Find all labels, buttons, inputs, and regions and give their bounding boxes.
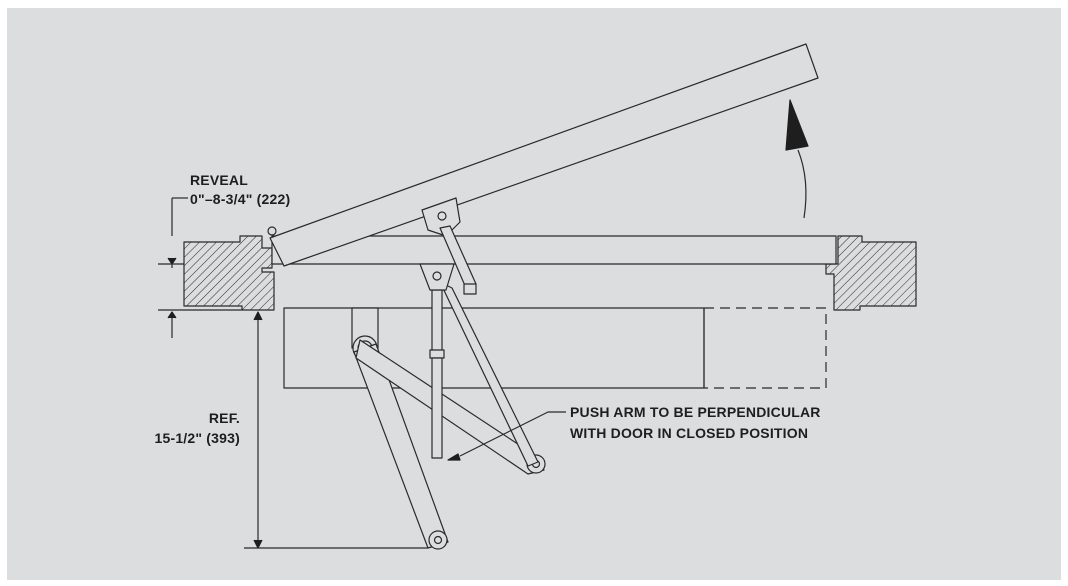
- adjustable-rod-lower: [431, 357, 443, 459]
- adjustable-rod-upper: [431, 289, 443, 353]
- forearm: [439, 281, 539, 467]
- right-frame-section: [825, 235, 917, 311]
- note-leader: [459, 411, 566, 457]
- closer-body-dashed-extension: [704, 307, 827, 389]
- ref-title: REF.: [208, 410, 240, 426]
- ref-value: 15-1/2" (393): [154, 430, 240, 446]
- note-line-1: PUSH ARM TO BE PERPENDICULAR: [570, 404, 821, 420]
- swing-arrowhead: [785, 99, 809, 151]
- door-closed-position: [271, 235, 837, 265]
- left-frame-section: [183, 235, 275, 311]
- hinge-pivot: [267, 226, 277, 236]
- door-open-position: [269, 43, 819, 267]
- swing-arc: [797, 149, 807, 219]
- reveal-value: 0"–8-3/4" (222): [190, 191, 291, 207]
- note-line-2: WITH DOOR IN CLOSED POSITION: [570, 425, 809, 441]
- reveal-title: REVEAL: [190, 172, 248, 188]
